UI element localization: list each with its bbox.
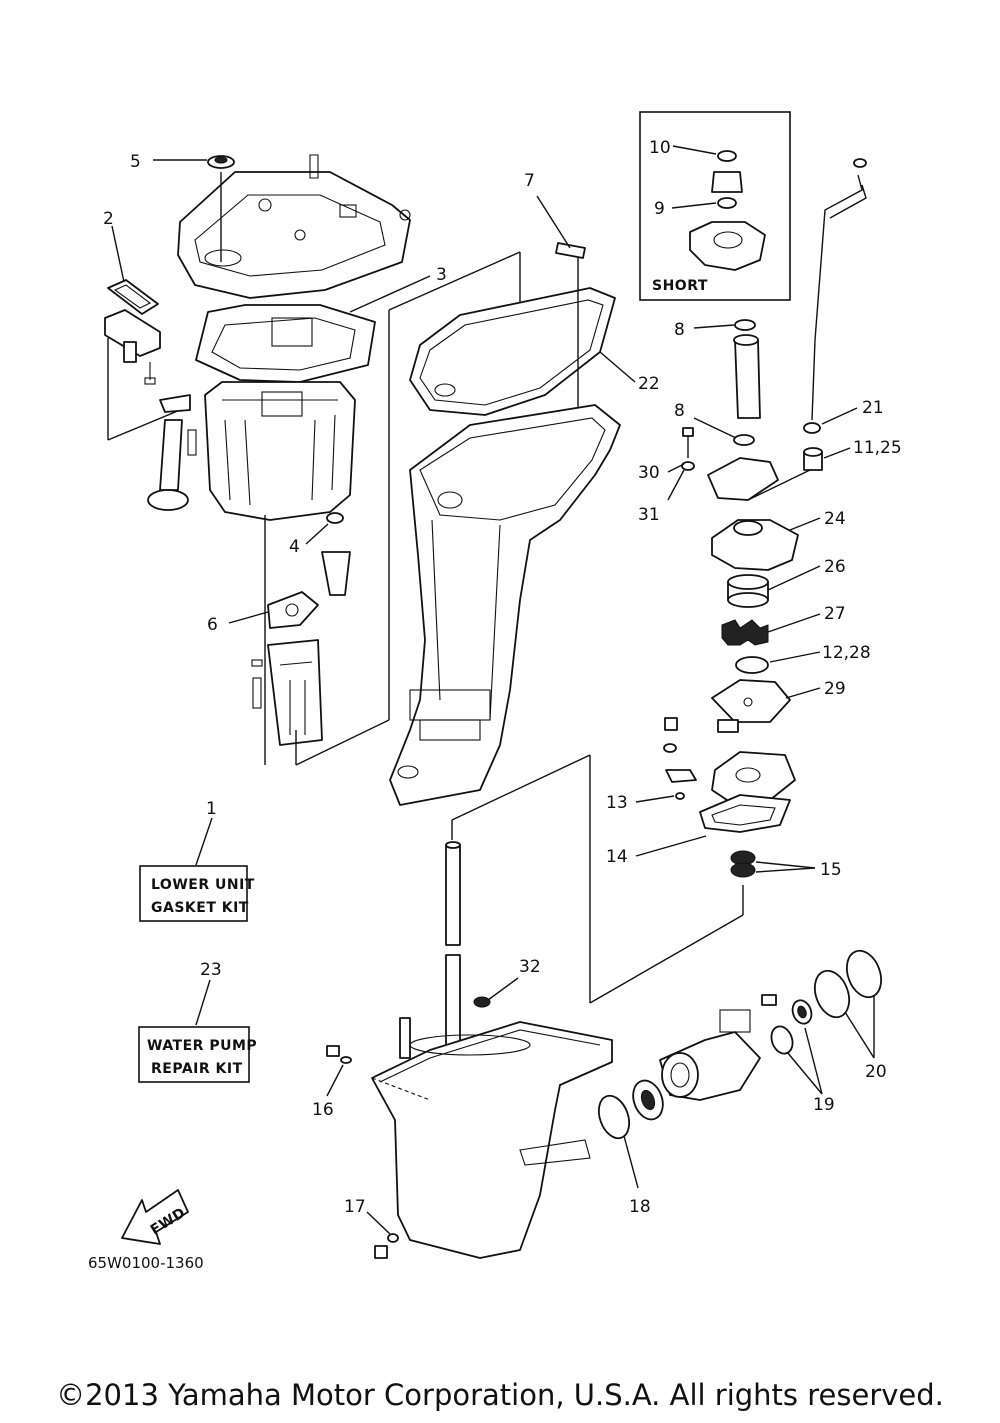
part-22-gasket bbox=[409, 287, 616, 416]
callout-20: 20 bbox=[865, 1062, 887, 1082]
callout-14: 14 bbox=[606, 847, 628, 867]
callout-8-lower: 8 bbox=[674, 401, 685, 421]
part-4-plug bbox=[321, 512, 351, 596]
short-kit-frame bbox=[639, 111, 791, 301]
callout-15: 15 bbox=[820, 860, 842, 880]
part-29-plate bbox=[711, 679, 791, 723]
oil-pan bbox=[204, 381, 356, 521]
callout-26: 26 bbox=[824, 557, 846, 577]
part-12-28-o-ring bbox=[735, 656, 769, 674]
part-17-bolt bbox=[374, 1233, 399, 1259]
callout-6: 6 bbox=[207, 615, 218, 635]
callout-23: 23 bbox=[200, 960, 222, 980]
driveshaft-housing bbox=[389, 404, 621, 806]
callout-7: 7 bbox=[524, 171, 535, 191]
part-30-bolt bbox=[682, 427, 694, 458]
pump-lower-housing bbox=[663, 717, 796, 803]
callout-30: 30 bbox=[638, 463, 660, 483]
part-8-seal-upper bbox=[734, 319, 756, 331]
callout-27: 27 bbox=[824, 604, 846, 624]
part-19-seals bbox=[770, 999, 813, 1055]
lower-unit-gasket-kit-box: LOWER UNIT GASKET KIT bbox=[139, 865, 255, 922]
part-14-gasket bbox=[699, 794, 791, 833]
callout-24: 24 bbox=[824, 509, 846, 529]
pump-kit-line2: REPAIR KIT bbox=[151, 1061, 243, 1077]
callout-22: 22 bbox=[638, 374, 660, 394]
lower-unit-gearcase bbox=[371, 1017, 613, 1259]
callout-16: 16 bbox=[312, 1100, 334, 1120]
callout-3: 3 bbox=[436, 265, 447, 285]
diagram-code: 65W0100-1360 bbox=[88, 1254, 204, 1272]
small-bolt-prop-housing bbox=[761, 994, 777, 1006]
exhaust-manifold bbox=[251, 639, 323, 746]
part-24-pump-housing bbox=[711, 519, 799, 571]
part-11-25-seal bbox=[803, 447, 823, 471]
water-pump-repair-kit-box: WATER PUMP REPAIR KIT bbox=[138, 1026, 257, 1083]
part-3-gasket bbox=[195, 304, 376, 383]
callout-1: 1 bbox=[206, 799, 217, 819]
callout-5: 5 bbox=[130, 152, 141, 172]
part-27-impeller bbox=[721, 619, 769, 646]
callout-11-25: 11,25 bbox=[853, 438, 902, 458]
short-kit-parts bbox=[689, 150, 766, 271]
leader-lines bbox=[111, 145, 875, 1235]
part-31-washer bbox=[681, 461, 695, 471]
pump-kit-line1: WATER PUMP bbox=[147, 1038, 257, 1054]
callout-labels: 5 2 3 4 6 7 22 10 9 8 8 30 31 21 11,25 2… bbox=[103, 138, 902, 1217]
part-15-seals bbox=[730, 850, 756, 878]
callout-19: 19 bbox=[813, 1095, 835, 1115]
part-21-grommet bbox=[803, 422, 821, 434]
part-16-bolt bbox=[326, 1045, 352, 1064]
callout-12-28: 12,28 bbox=[822, 643, 871, 663]
part-7-dowel bbox=[555, 242, 586, 259]
part-20-o-rings bbox=[813, 949, 883, 1019]
part-5-seal bbox=[207, 155, 235, 169]
callout-18: 18 bbox=[629, 1197, 651, 1217]
part-2-gasket bbox=[107, 279, 159, 315]
part-32-plug bbox=[473, 996, 491, 1008]
gasket-kit-line2: GASKET KIT bbox=[151, 900, 249, 916]
callout-10: 10 bbox=[649, 138, 671, 158]
part-8-seal-lower bbox=[733, 434, 755, 446]
water-tube bbox=[811, 158, 867, 421]
part-6-gasket bbox=[267, 591, 319, 629]
gasket-kit-line1: LOWER UNIT bbox=[151, 877, 255, 893]
part-26-insert bbox=[727, 574, 769, 608]
callout-17: 17 bbox=[344, 1197, 366, 1217]
fwd-arrow-icon: FWD bbox=[121, 1189, 189, 1245]
copyright-notice: ©2013 Yamaha Motor Corporation, U.S.A. A… bbox=[56, 1378, 944, 1412]
callout-4: 4 bbox=[289, 537, 300, 557]
callout-21: 21 bbox=[862, 398, 884, 418]
oil-strainer bbox=[147, 394, 197, 511]
part-13-pin bbox=[675, 792, 685, 800]
bearing bbox=[632, 1079, 664, 1121]
callout-31: 31 bbox=[638, 505, 660, 525]
pump-bracket bbox=[707, 457, 779, 501]
part-2-bracket bbox=[104, 309, 161, 385]
propeller-shaft-housing bbox=[659, 1009, 761, 1101]
water-tube-guide bbox=[733, 334, 761, 419]
callout-2: 2 bbox=[103, 209, 114, 229]
drive-shaft bbox=[445, 841, 461, 1049]
callout-9: 9 bbox=[654, 199, 665, 219]
callout-32: 32 bbox=[519, 957, 541, 977]
callout-13: 13 bbox=[606, 793, 628, 813]
short-kit-label: SHORT bbox=[652, 278, 708, 294]
callout-8-upper: 8 bbox=[674, 320, 685, 340]
upper-casing bbox=[177, 154, 411, 299]
part-18-o-ring bbox=[597, 1094, 631, 1140]
callout-29: 29 bbox=[824, 679, 846, 699]
